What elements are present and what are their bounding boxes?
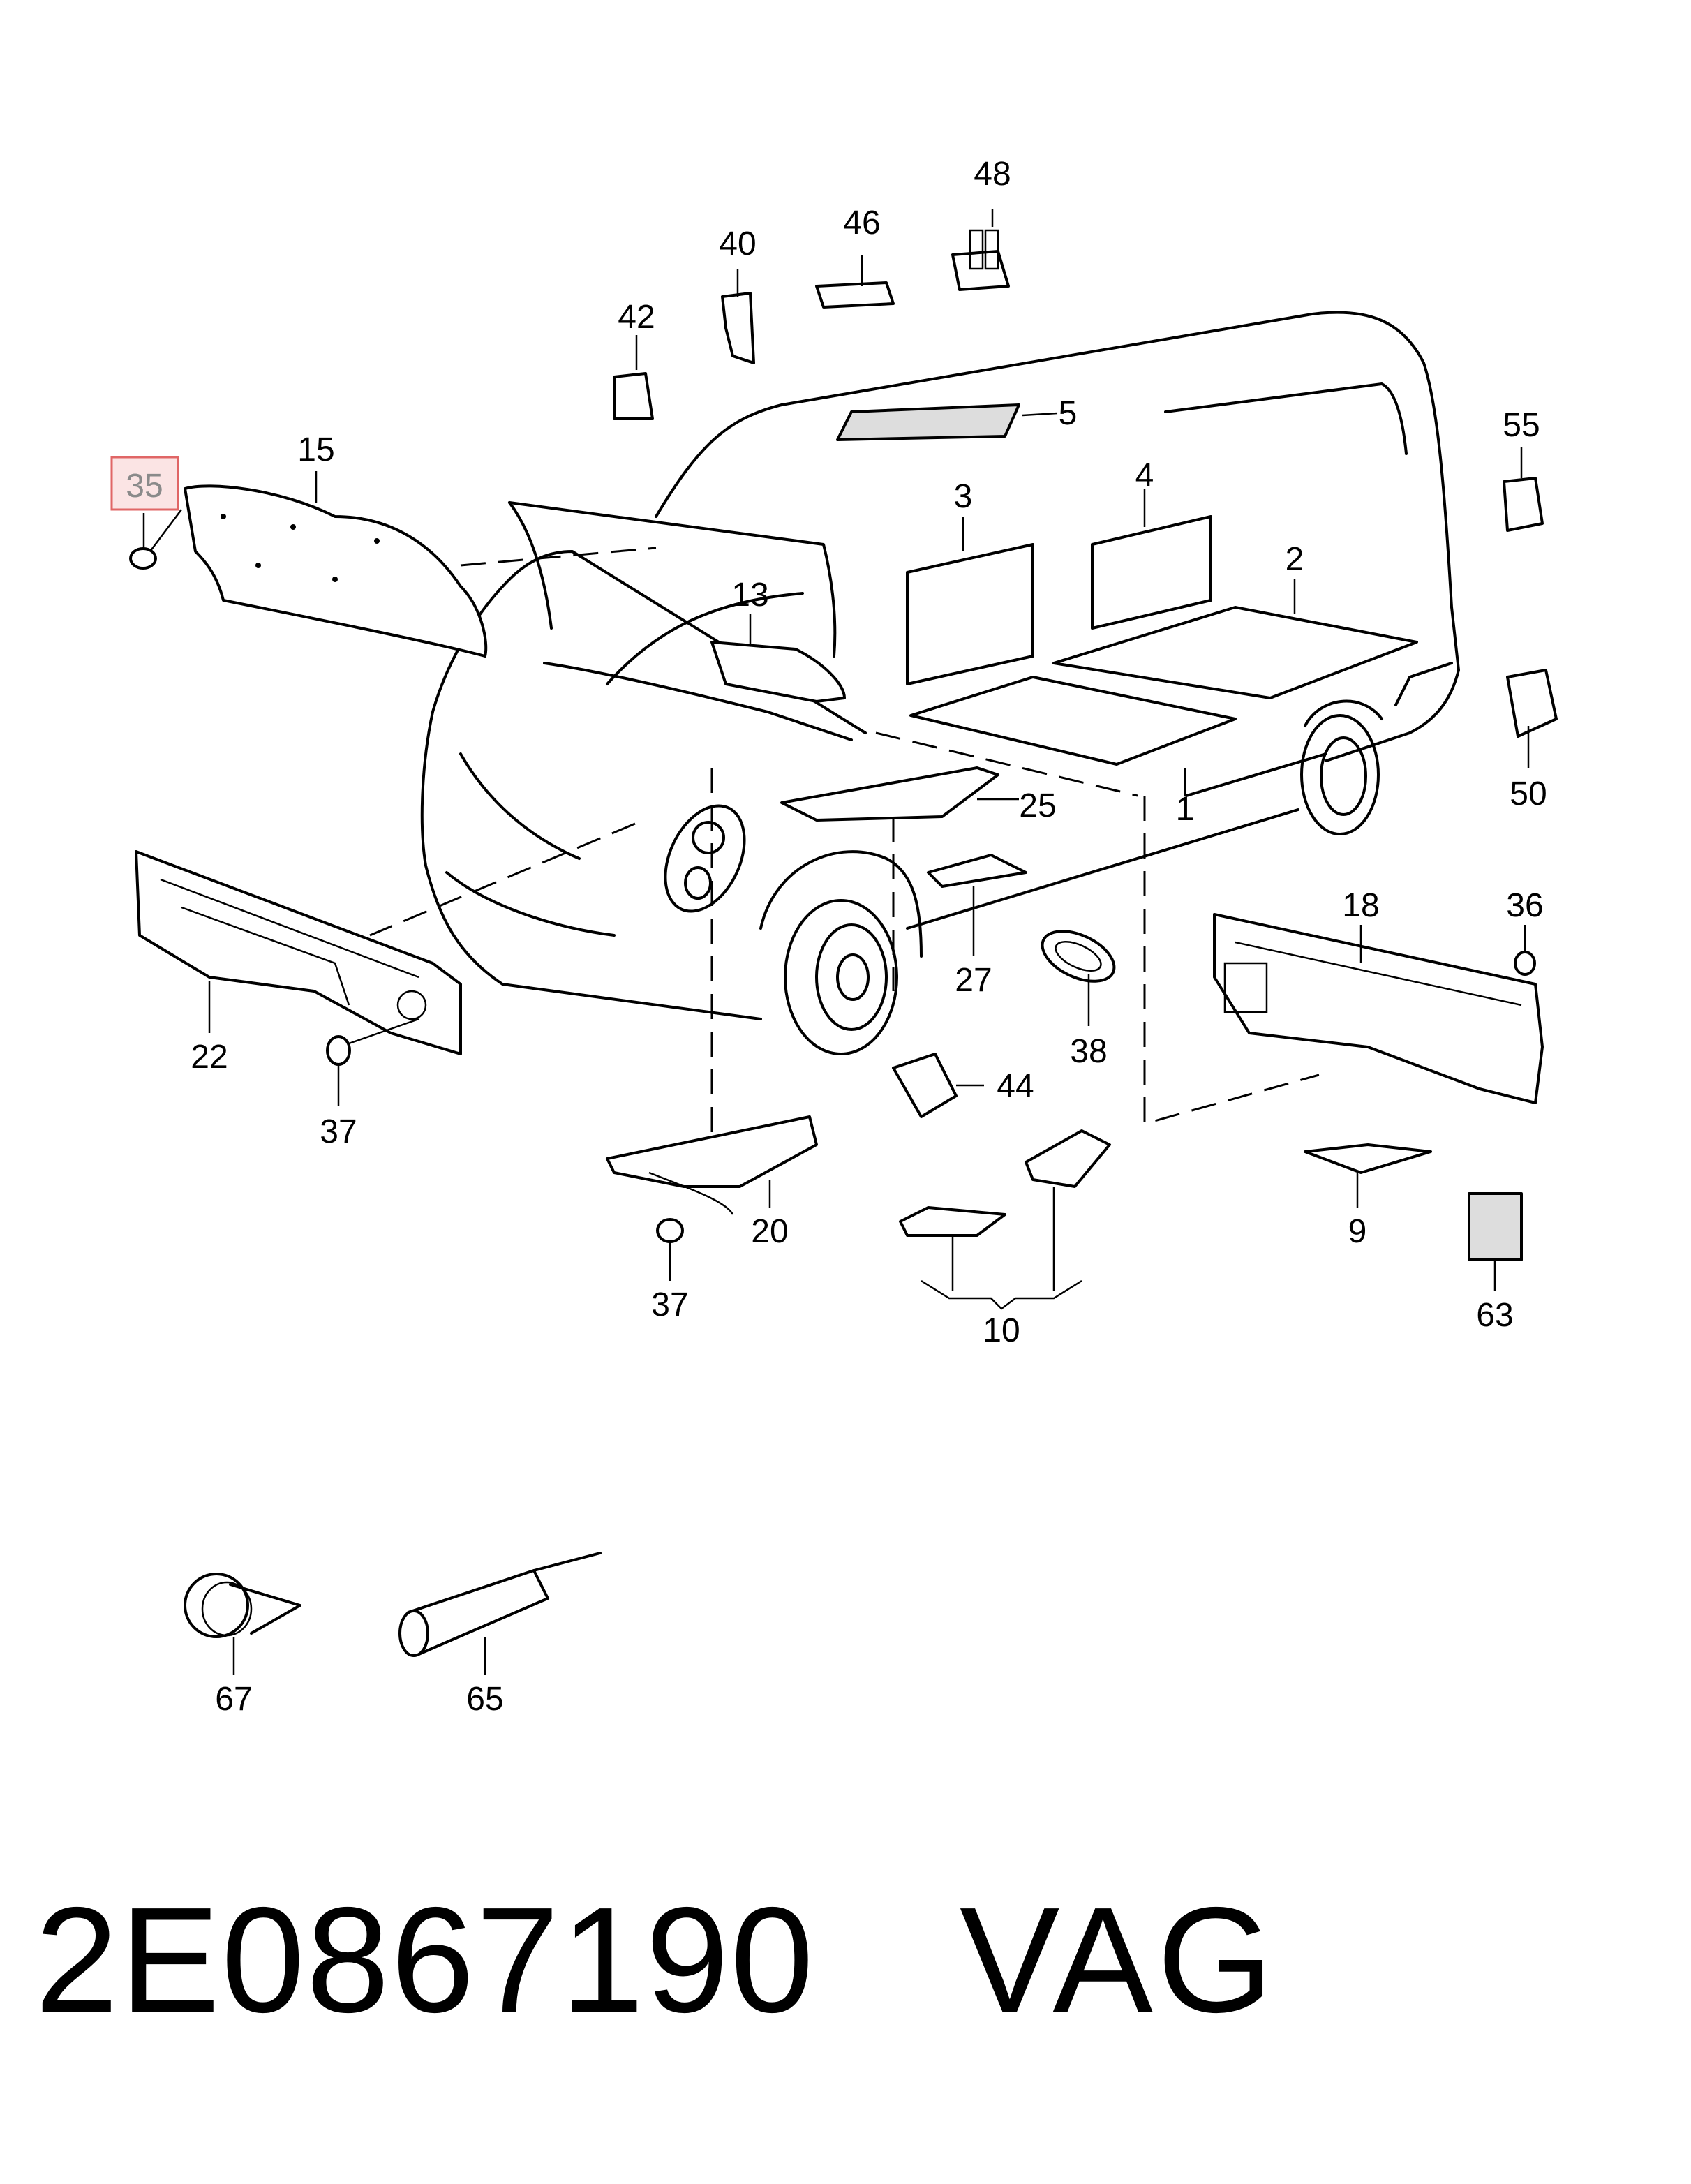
callout-1: 1 bbox=[1176, 791, 1195, 828]
callout-37-left: 37 bbox=[320, 1113, 357, 1150]
callout-9: 9 bbox=[1348, 1213, 1367, 1250]
callout-67: 67 bbox=[215, 1681, 252, 1718]
callout-55: 55 bbox=[1503, 407, 1540, 444]
callout-46: 46 bbox=[843, 205, 880, 242]
callout-63: 63 bbox=[1476, 1297, 1513, 1334]
callout-5: 5 bbox=[1059, 395, 1078, 432]
callout-44: 44 bbox=[997, 1068, 1034, 1105]
callout-22: 22 bbox=[191, 1039, 228, 1076]
callout-27: 27 bbox=[955, 962, 992, 999]
van-body bbox=[369, 311, 1460, 1145]
callout-13: 13 bbox=[731, 577, 768, 614]
callout-18: 18 bbox=[1342, 887, 1379, 924]
highlight-box bbox=[110, 456, 179, 511]
insulation-panels bbox=[129, 229, 1558, 1657]
part-number: 2E0867190 bbox=[35, 1875, 815, 2044]
callout-4: 4 bbox=[1135, 457, 1154, 494]
callout-48: 48 bbox=[974, 156, 1011, 193]
brand-name: VAG bbox=[960, 1875, 1279, 2044]
leader-lines bbox=[142, 209, 1530, 1675]
callout-42: 42 bbox=[618, 299, 655, 336]
callout-35: 35 bbox=[126, 468, 163, 505]
callout-10: 10 bbox=[983, 1312, 1020, 1349]
callout-38: 38 bbox=[1070, 1033, 1107, 1070]
callout-15: 15 bbox=[297, 431, 334, 468]
callout-36: 36 bbox=[1506, 887, 1543, 924]
callout-labels: 48 46 40 42 5 55 35 15 3 4 2 13 50 25 1 … bbox=[126, 156, 1547, 1718]
callout-50: 50 bbox=[1510, 775, 1547, 812]
callout-37-bottom: 37 bbox=[651, 1286, 688, 1323]
callout-20: 20 bbox=[751, 1213, 788, 1250]
callout-25: 25 bbox=[1019, 787, 1056, 824]
callout-3: 3 bbox=[954, 478, 973, 515]
callout-40: 40 bbox=[719, 225, 756, 262]
callout-65: 65 bbox=[466, 1681, 503, 1718]
callout-2: 2 bbox=[1286, 541, 1304, 578]
